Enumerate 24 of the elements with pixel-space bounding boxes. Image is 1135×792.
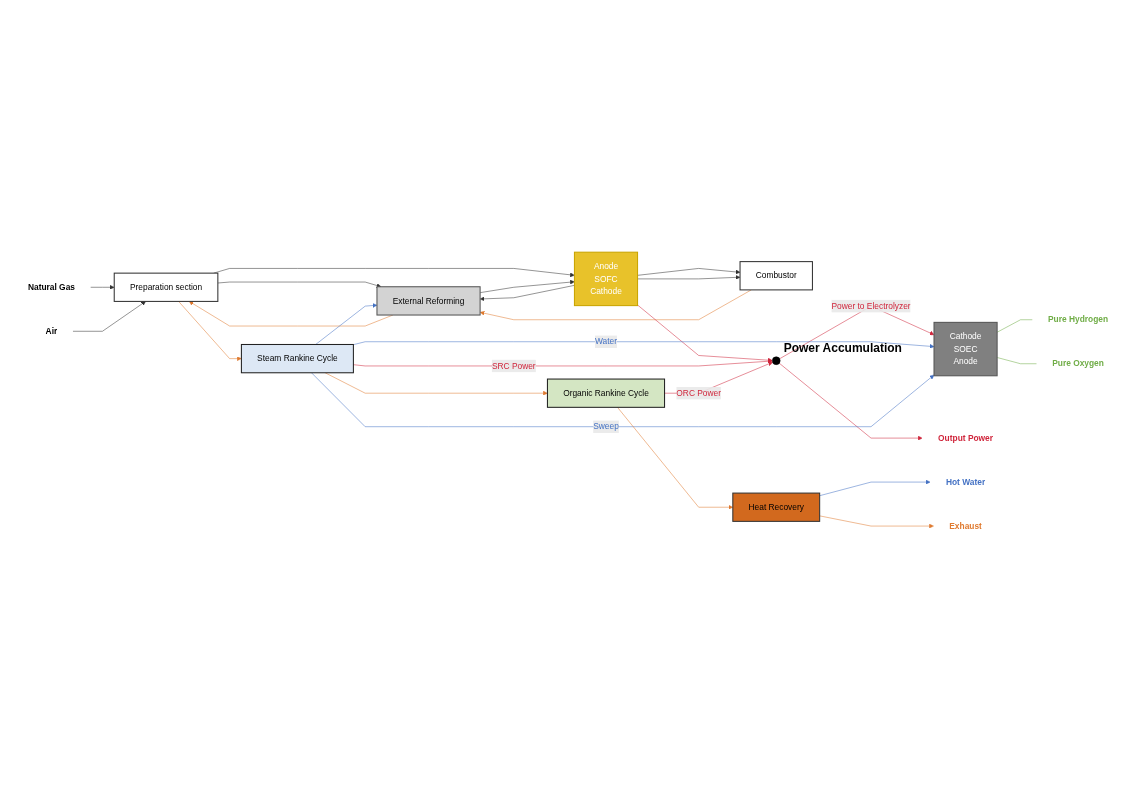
node-box [546,378,665,408]
connector [996,357,1037,364]
connector [996,319,1033,333]
node-text: Air [45,326,57,336]
node-box [240,343,354,374]
node-text: Natural Gas [27,282,75,292]
edge-label: ORC Power [675,388,721,398]
edge-label: SRC Power [491,361,536,370]
node-box [731,492,820,522]
edge-label: Sweep [592,421,619,431]
node-circle [771,356,780,365]
node-box [739,260,813,291]
node-text: Pure Hydrogen [1047,314,1108,324]
edge-label: Power to Electrolyzer [830,301,911,311]
node-box [375,286,481,316]
node-text: Hot Water [945,477,985,487]
node-text: Output Power [937,433,993,443]
node-box [573,251,638,306]
edge-label: Water [594,336,617,346]
node-caption: Power Accumulation [783,340,902,355]
node-box [113,272,218,302]
node-box [933,321,998,377]
node-text: Exhaust [948,521,982,531]
node-text: Pure Oxygen [1051,358,1104,368]
